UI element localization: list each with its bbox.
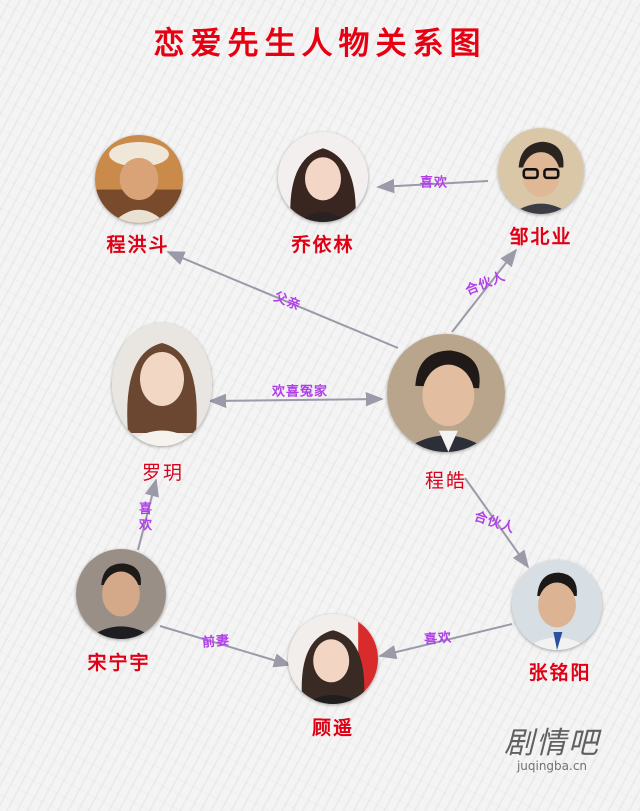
edge-label-zou-likes-qiao: 喜欢: [419, 175, 449, 191]
edge-hao-luo: [208, 391, 384, 409]
edge-zou-qiao: [376, 178, 489, 194]
edge-label-rivals: 欢喜冤家: [271, 384, 329, 400]
name-qiao-yilin: 乔依林: [291, 234, 355, 256]
avatar-cheng-hao: [387, 334, 505, 452]
name-zou-beiye: 邹北业: [509, 226, 573, 248]
edge-song-luo: [137, 478, 159, 551]
name-song-ningyu: 宋宁宇: [87, 652, 151, 674]
avatar-song-ningyu: [76, 549, 166, 639]
edge-song-gu: [159, 625, 292, 668]
avatar-zhang-mingyang: [512, 560, 602, 650]
avatar-luo-yu: [112, 323, 212, 446]
edge-hao-zou: [451, 248, 518, 333]
edge-hao-zhang: [464, 477, 530, 569]
avatar-zou-beiye: [498, 128, 584, 214]
name-gu-yao: 顾遥: [311, 717, 355, 739]
name-cheng-hongdou: 程洪斗: [106, 234, 170, 256]
avatar-cheng-hongdou: [95, 135, 183, 223]
watermark-en: juqingba.cn: [516, 759, 588, 773]
name-cheng-hao: 程皓: [424, 470, 468, 492]
edge-hongdou-hao: [166, 251, 399, 349]
watermark: 剧情吧 juqingba.cn: [504, 718, 600, 773]
name-luo-yu: 罗玥: [141, 462, 185, 484]
edge-zhang-gu: [378, 623, 513, 660]
avatar-qiao-yilin: [278, 132, 368, 222]
edge-label-song-likes-luo: 喜欢: [139, 502, 154, 533]
name-zhang-mingyang: 张铭阳: [528, 662, 592, 684]
avatar-gu-yao: [288, 614, 378, 704]
watermark-cn: 剧情吧: [504, 726, 600, 761]
diagram-title: 恋爱先生人物关系图: [153, 26, 487, 62]
edge-label-ex-wife: 前妻: [201, 633, 231, 651]
edge-label-zhang-likes-gu: 喜欢: [423, 630, 453, 648]
